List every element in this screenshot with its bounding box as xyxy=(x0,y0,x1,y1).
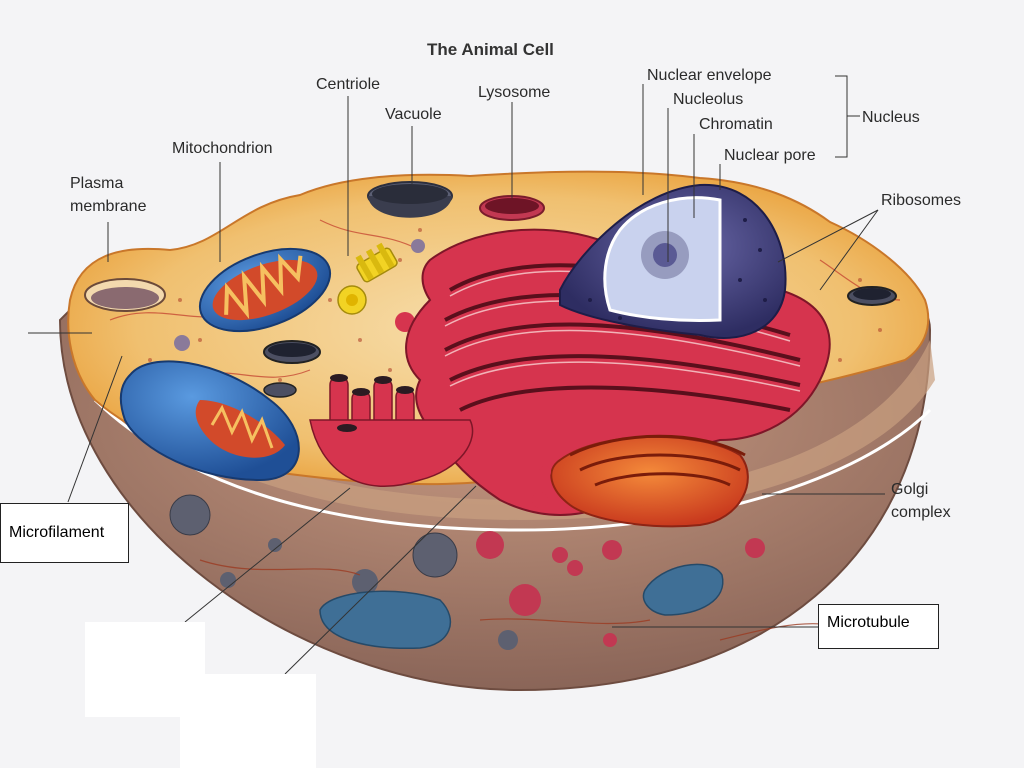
mitochondrion-lower xyxy=(119,360,300,482)
label-nuclear-pore: Nuclear pore xyxy=(724,147,816,164)
nucleus xyxy=(559,183,787,339)
cytoplasm-inclusions xyxy=(169,494,831,650)
leader-lines xyxy=(28,75,885,675)
label-vacuole: Vacuole xyxy=(385,106,442,123)
label-nucleolus: Nucleolus xyxy=(673,91,744,108)
diagram-title: The Animal Cell xyxy=(427,40,554,59)
label-lysosome: Lysosome xyxy=(478,84,551,101)
microfilament-label: Microfilament xyxy=(9,524,105,541)
label-chromatin: Chromatin xyxy=(699,116,773,133)
label-golgi-line1: Golgi xyxy=(891,481,929,498)
label-ribosomes: Ribosomes xyxy=(881,192,962,209)
microtubule-label: Microtubule xyxy=(827,614,910,631)
plasma-membrane-fold xyxy=(84,278,166,312)
blank-answer-box-2[interactable] xyxy=(180,674,316,768)
label-nuclear-envelope: Nuclear envelope xyxy=(647,67,772,84)
mitochondrion-upper xyxy=(198,247,332,333)
label-golgi-line2: complex xyxy=(891,504,951,521)
label-plasma-membrane-line1: Plasma xyxy=(70,175,124,192)
label-mitochondrion: Mitochondrion xyxy=(172,140,273,157)
microfilament-answer-box[interactable]: Microfilament xyxy=(0,503,129,563)
microtubule-answer-box[interactable]: Microtubule xyxy=(818,604,939,649)
centriole xyxy=(337,242,398,315)
label-plasma-membrane-line2: membrane xyxy=(70,198,147,215)
lysosome xyxy=(479,195,545,221)
vacuole xyxy=(367,181,453,218)
label-nucleus: Nucleus xyxy=(862,109,920,126)
label-centriole: Centriole xyxy=(316,76,381,93)
golgi-complex xyxy=(532,434,749,528)
